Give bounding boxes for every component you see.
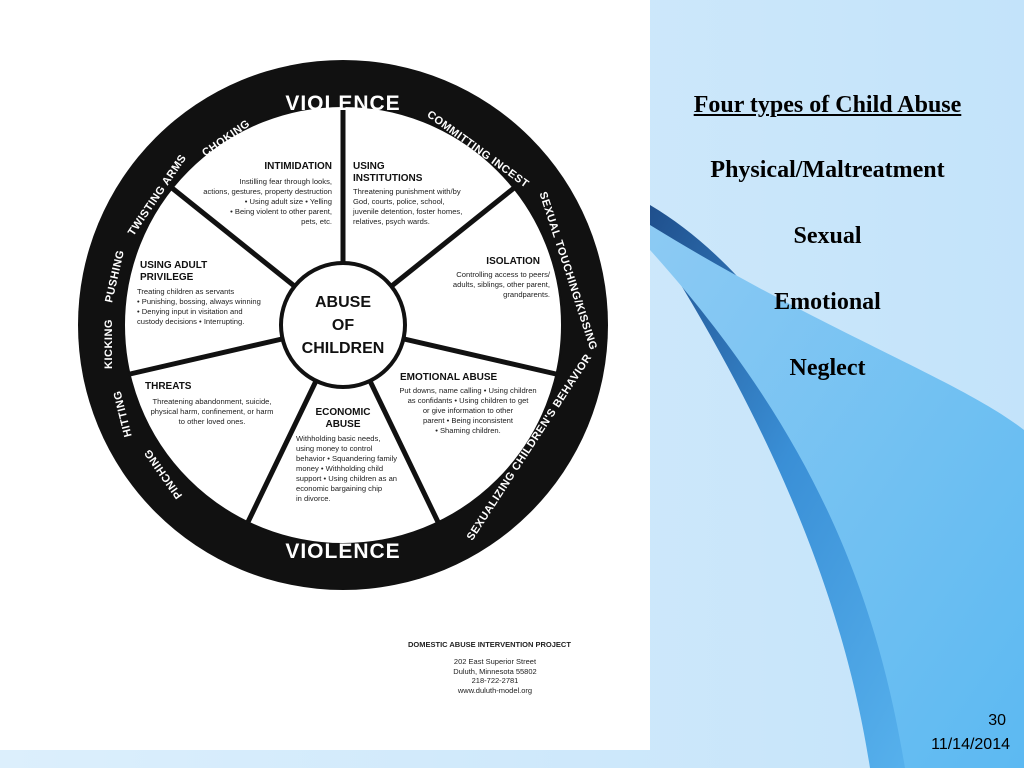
svg-text:adults, siblings, other parent: adults, siblings, other parent, <box>453 280 550 289</box>
power-control-wheel: ABUSE OF CHILDREN VIOLENCE VIOLENCE CHOK… <box>78 60 608 590</box>
svg-text:• Being violent to other paren: • Being violent to other parent, <box>230 207 332 216</box>
svg-text:or give information to other: or give information to other <box>423 406 514 415</box>
svg-text:ISOLATION: ISOLATION <box>486 256 540 267</box>
hub-line-2: OF <box>332 317 354 334</box>
svg-text:using money to control: using money to control <box>296 444 373 453</box>
svg-text:relatives, psych wards.: relatives, psych wards. <box>353 217 430 226</box>
type-item-sexual: Sexual <box>793 223 862 249</box>
svg-text:economic bargaining chip: economic bargaining chip <box>296 484 382 493</box>
rim-bottom-label: VIOLENCE <box>285 540 400 563</box>
svg-text:Put downs, name calling • Usin: Put downs, name calling • Using children <box>399 386 536 395</box>
svg-text:USING: USING <box>353 161 385 172</box>
type-item-neglect: Neglect <box>789 355 866 381</box>
svg-text:in divorce.: in divorce. <box>296 494 331 503</box>
segment-emotional-abuse: EMOTIONAL ABUSE Put downs, name calling … <box>399 372 536 435</box>
svg-text:Controlling access to peers/: Controlling access to peers/ <box>456 270 551 279</box>
svg-text:• Punishing, bossing, always w: • Punishing, bossing, always winning <box>137 297 261 306</box>
svg-text:• Denying input in visitation: • Denying input in visitation and <box>137 307 243 316</box>
svg-text:THREATS: THREATS <box>145 381 192 392</box>
footer-website-line: www.duluth-model.org <box>457 685 533 695</box>
wheel-panel: ABUSE OF CHILDREN VIOLENCE VIOLENCE CHOK… <box>0 0 650 750</box>
hub-line-3: CHILDREN <box>302 340 385 357</box>
svg-text:Threatening abandonment, suici: Threatening abandonment, suicide, <box>152 397 271 406</box>
footer-organization: DOMESTIC ABUSE INTERVENTION PROJECT <box>408 640 571 649</box>
wheel-hub <box>279 261 407 389</box>
svg-text:behavior • Squandering family: behavior • Squandering family <box>296 454 397 463</box>
svg-text:Withholding basic needs,: Withholding basic needs, <box>296 434 380 443</box>
svg-text:USING ADULT: USING ADULT <box>140 260 207 271</box>
svg-text:ECONOMIC: ECONOMIC <box>316 407 371 418</box>
decorative-swoop-light <box>650 225 1024 768</box>
footer-address-line: 202 East Superior Street <box>453 657 537 666</box>
svg-text:as confidants • Using children: as confidants • Using children to get <box>408 396 530 405</box>
svg-text:ABUSE: ABUSE <box>325 419 360 430</box>
svg-text:money • Withholding child: money • Withholding child <box>296 464 383 473</box>
svg-text:support • Using children as an: support • Using children as an <box>296 474 397 483</box>
svg-text:• Using adult size • Yelling: • Using adult size • Yelling <box>245 197 332 206</box>
svg-text:Treating children as servants: Treating children as servants <box>137 287 234 296</box>
svg-text:grandparents.: grandparents. <box>503 290 550 299</box>
segment-isolation: ISOLATION Controlling access to peers/ a… <box>453 256 551 299</box>
slide-date: 11/14/2014 <box>931 736 1010 753</box>
segment-economic-abuse: ECONOMIC ABUSE Withholding basic needs, … <box>296 407 397 503</box>
svg-text:actions, gestures, property de: actions, gestures, property destruction <box>203 187 332 196</box>
svg-text:juvenile detention, foster hom: juvenile detention, foster homes, <box>352 207 462 216</box>
text-area: Four types of Child Abuse Physical/Maltr… <box>655 92 1000 421</box>
page-number: 30 <box>988 712 1006 729</box>
segment-using-institutions: USING INSTITUTIONS Threatening punishmen… <box>352 161 462 226</box>
hub-line-1: ABUSE <box>315 294 371 311</box>
slide-heading: Four types of Child Abuse <box>693 92 962 118</box>
footer-block: DOMESTIC ABUSE INTERVENTION PROJECT 202 … <box>390 640 600 695</box>
rim-top-label: VIOLENCE <box>285 92 400 115</box>
svg-text:custody decisions • Interrupti: custody decisions • Interrupting. <box>137 317 244 326</box>
svg-text:INSTITUTIONS: INSTITUTIONS <box>353 173 423 184</box>
svg-text:• Shaming children.: • Shaming children. <box>435 426 501 435</box>
rim-label-kicking: KICKING <box>103 319 115 369</box>
svg-text:Threatening punishment with/by: Threatening punishment with/by <box>353 187 461 196</box>
svg-text:physical harm, confinement, or: physical harm, confinement, or harm <box>151 407 274 416</box>
segment-threats: THREATS Threatening abandonment, suicide… <box>145 381 273 426</box>
svg-text:pets, etc.: pets, etc. <box>301 217 332 226</box>
footer-phone-line: 218-722-2781 <box>471 676 519 686</box>
type-item-physical: Physical/Maltreatment <box>710 157 945 183</box>
segment-intimidation: INTIMIDATION Instilling fear through loo… <box>203 161 332 226</box>
footer-city-line: Duluth, Minnesota 55802 <box>453 666 537 676</box>
svg-text:PRIVILEGE: PRIVILEGE <box>140 272 194 283</box>
svg-text:Instilling fear through looks,: Instilling fear through looks, <box>240 177 332 186</box>
segment-using-adult-privilege: USING ADULT PRIVILEGE Treating children … <box>137 260 261 326</box>
type-item-emotional: Emotional <box>774 289 881 315</box>
svg-text:EMOTIONAL ABUSE: EMOTIONAL ABUSE <box>400 372 498 383</box>
svg-text:parent • Being inconsistent: parent • Being inconsistent <box>423 416 514 425</box>
svg-text:to other loved ones.: to other loved ones. <box>179 417 246 426</box>
svg-text:God, courts, police, school,: God, courts, police, school, <box>353 197 445 206</box>
svg-text:INTIMIDATION: INTIMIDATION <box>264 161 332 172</box>
